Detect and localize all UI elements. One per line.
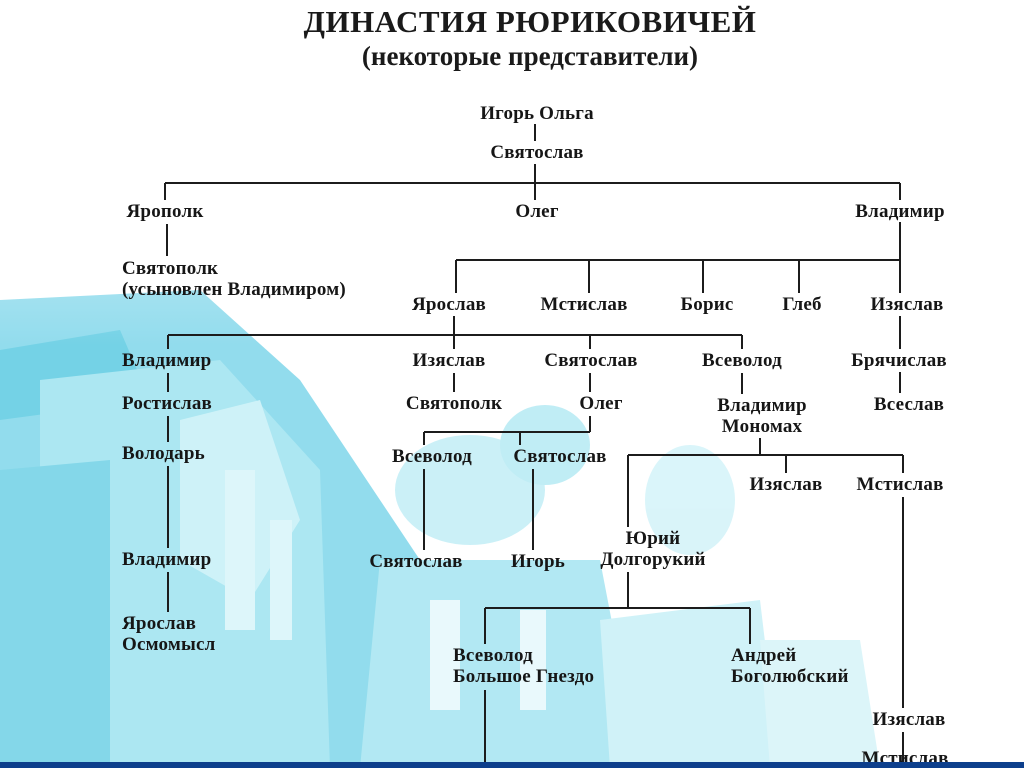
node-svyatopolk-name: Святополк — [122, 258, 219, 279]
node-izyaslav-4: Изяслав — [872, 709, 946, 730]
node-andrey-line1: Андрей — [731, 645, 797, 666]
node-yaroslav-osmomysl-line1: Ярослав — [122, 613, 197, 634]
node-andrey-bogolyubsky: Андрей Боголюбский — [731, 645, 849, 687]
node-vladimir-2: Владимир — [122, 350, 212, 371]
node-bryachislav: Брячислав — [851, 350, 947, 371]
node-svyatopolk-1: Святополк (усыновлен Владимиром) — [122, 258, 346, 300]
node-vladimir: Владимир — [855, 201, 945, 222]
node-vladimir-monomakh: Владимир Мономах — [717, 395, 806, 437]
node-boris: Борис — [680, 294, 734, 315]
node-izyaslav-3: Изяслав — [749, 474, 823, 495]
node-rostislav: Ростислав — [122, 393, 212, 414]
node-yuri-line2: Долгорукий — [600, 549, 706, 570]
node-svyatoslav-2: Святослав — [544, 350, 638, 371]
node-vsevolod-2: Всеволод — [392, 446, 472, 467]
node-oleg: Олег — [515, 201, 559, 222]
node-vsevolod-1: Всеволод — [702, 350, 782, 371]
node-yaroslav: Ярослав — [411, 294, 487, 315]
node-vsevolod-big-nest: Всеволод Большое Гнездо — [453, 645, 594, 687]
node-yaroslav-osmomysl: Ярослав Осмомысл — [122, 613, 216, 655]
node-vseslav: Всеслав — [873, 394, 945, 415]
node-svyatoslav-4: Святослав — [369, 551, 463, 572]
node-oleg-2: Олег — [579, 393, 623, 414]
bottom-bar — [0, 762, 1024, 768]
node-svyatopolk-2: Святополк — [405, 393, 503, 414]
node-vladimir-3: Владимир — [122, 549, 212, 570]
node-andrey-line2: Боголюбский — [731, 666, 849, 687]
node-vladimir-monomakh-line1: Владимир — [717, 395, 807, 416]
node-mstislav-2: Мстислав — [856, 474, 944, 495]
node-mstislav-1: Мстислав — [540, 294, 628, 315]
node-igor-2: Игорь — [510, 551, 566, 572]
node-izyaslav-2: Изяслав — [412, 350, 486, 371]
node-vsevolod-big-nest-line2: Большое Гнездо — [453, 666, 595, 687]
page-subtitle: (некоторые представители) — [361, 41, 699, 71]
node-vsevolod-big-nest-line1: Всеволод — [453, 645, 533, 666]
node-gleb: Глеб — [782, 294, 822, 315]
node-volodar: Володарь — [122, 443, 205, 464]
node-yaroslav-osmomysl-line2: Осмомысл — [122, 634, 216, 655]
node-yuri-line1: Юрий — [625, 528, 681, 549]
node-igor-olga: Игорь Ольга — [480, 103, 594, 124]
node-svyatoslav-3: Святослав — [513, 446, 607, 467]
node-yuri-dolgoruky: Юрий Долгорукий — [600, 528, 705, 570]
node-izyaslav-1: Изяслав — [870, 294, 944, 315]
node-svyatoslav: Святослав — [490, 142, 584, 163]
node-vladimir-monomakh-line2: Мономах — [721, 416, 803, 437]
node-yaropolk: Ярополк — [126, 201, 204, 222]
page-title: ДИНАСТИЯ РЮРИКОВИЧЕЙ — [303, 4, 757, 39]
node-svyatopolk-note: (усыновлен Владимиром) — [122, 279, 346, 300]
